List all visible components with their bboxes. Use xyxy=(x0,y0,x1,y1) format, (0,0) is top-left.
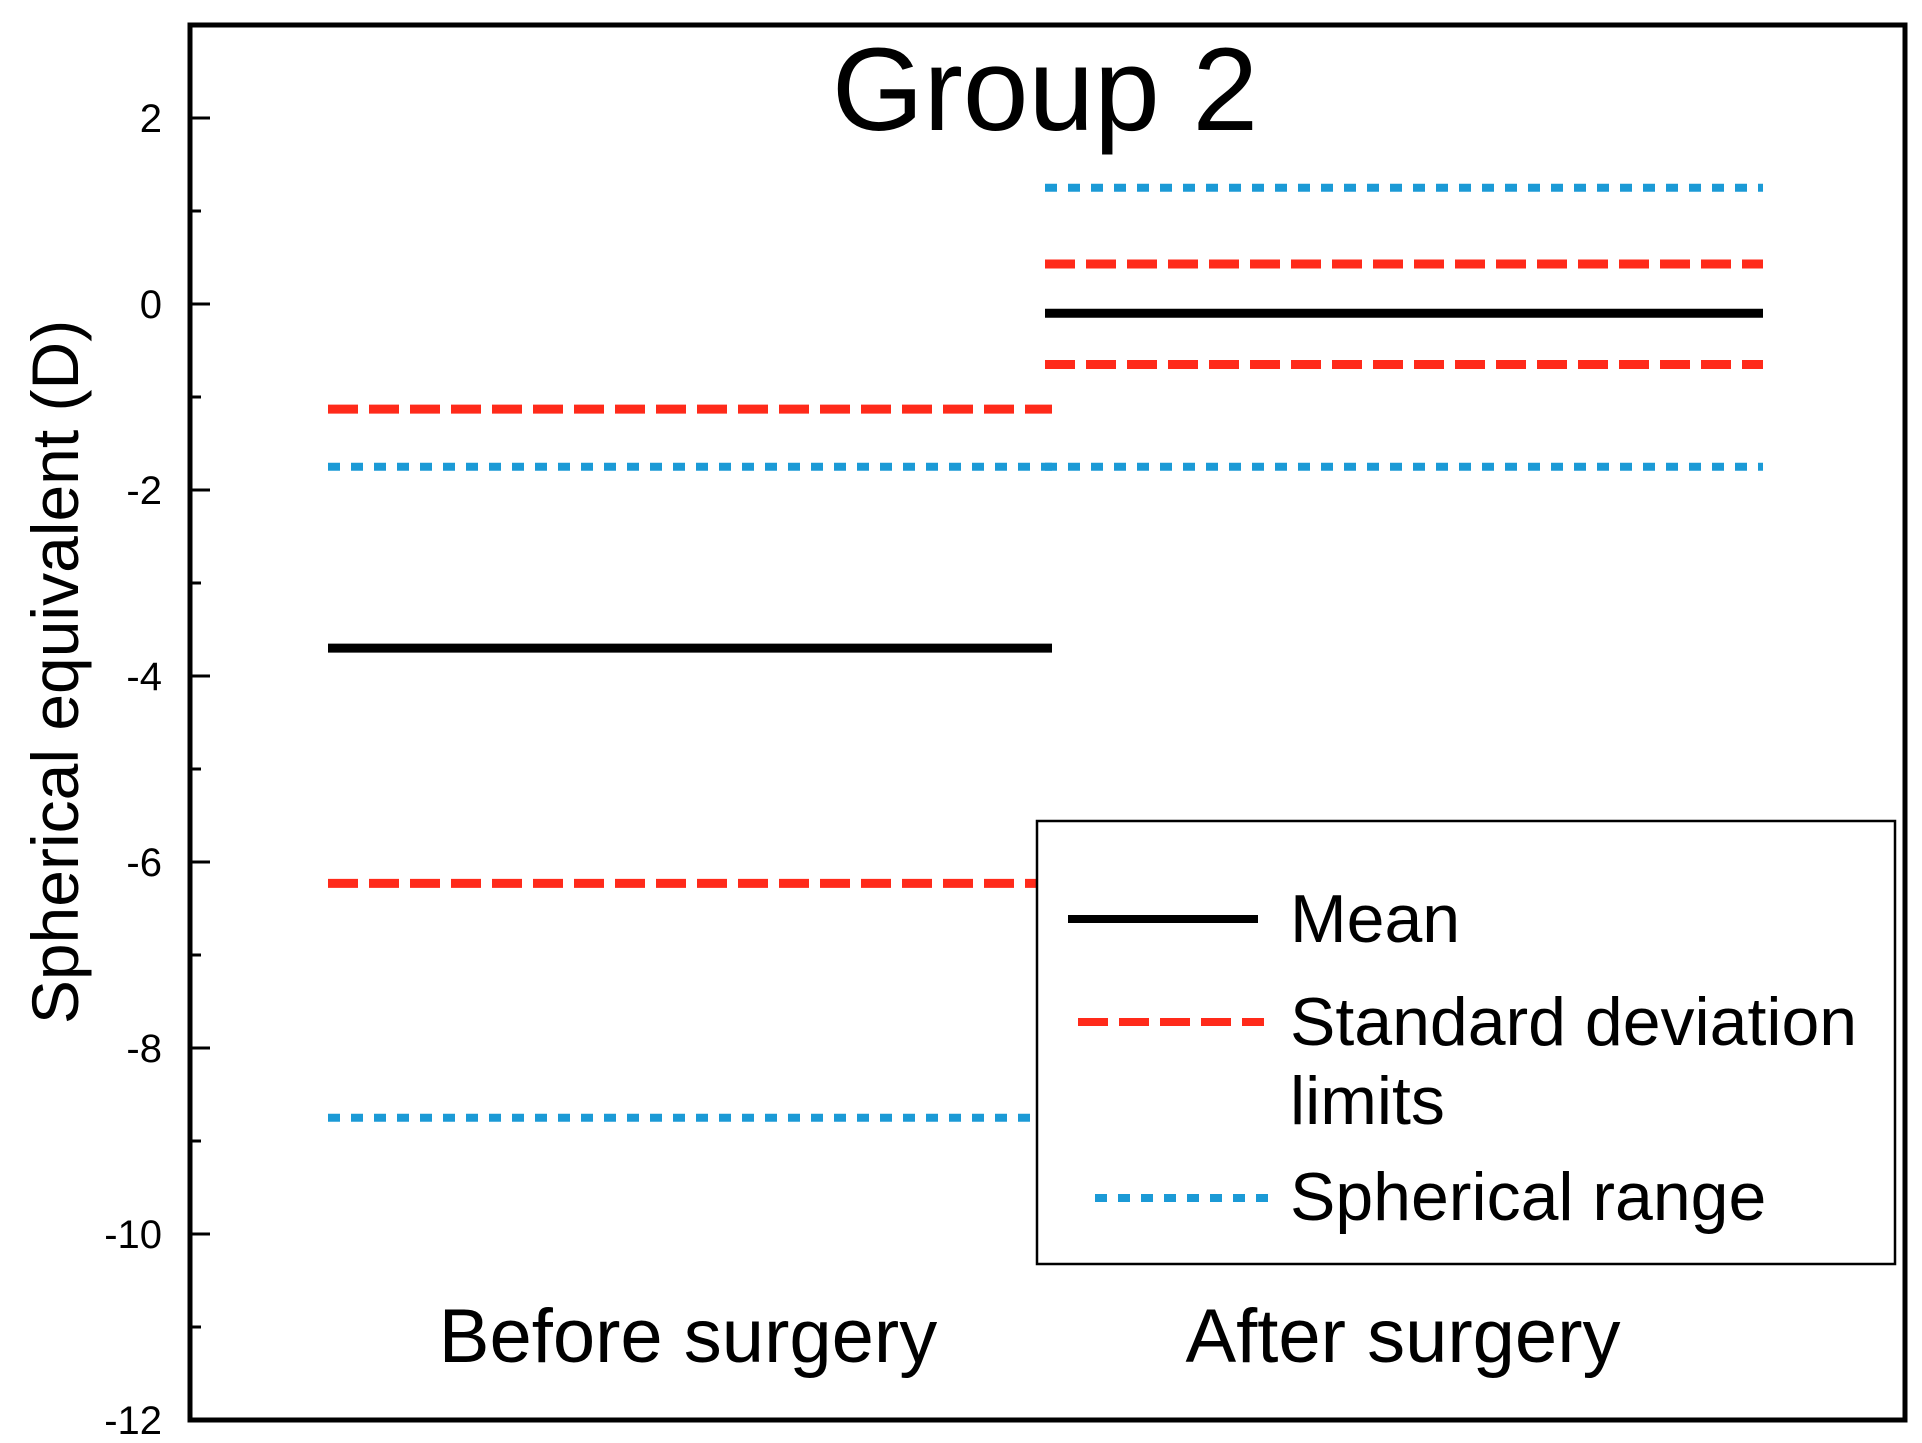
y-tick-label: -2 xyxy=(126,469,162,513)
legend-box xyxy=(1035,819,1897,1266)
y-axis-label: Spherical equivalent (D) xyxy=(18,320,92,1024)
series-layer xyxy=(328,183,1763,1122)
y-axis-tick-labels: 2 0 -2 -4 -6 -8 -10 -12 xyxy=(104,97,162,1443)
y-tick-label: -8 xyxy=(126,1027,162,1071)
y-tick-label: 2 xyxy=(140,97,162,141)
y-tick-label: -4 xyxy=(126,655,162,699)
legend-label-range: Spherical range xyxy=(1290,1159,1766,1235)
legend-label-mean: Mean xyxy=(1290,881,1460,957)
category-label-after: After surgery xyxy=(1185,1294,1620,1379)
category-label-before: Before surgery xyxy=(439,1294,937,1379)
y-tick-label: -12 xyxy=(104,1399,162,1443)
legend: Mean Standard deviation limits Spherical… xyxy=(1035,819,1897,1266)
y-tick-label: -10 xyxy=(104,1213,162,1257)
legend-label-sd-line1: Standard deviation xyxy=(1290,984,1857,1060)
y-tick-label: 0 xyxy=(140,283,162,327)
legend-label-sd-line2: limits xyxy=(1290,1063,1445,1139)
y-tick-label: -6 xyxy=(126,841,162,885)
plot-frame xyxy=(187,22,1908,1423)
y-axis-ticks xyxy=(190,116,210,1422)
chart-title: Group 2 xyxy=(832,24,1258,156)
